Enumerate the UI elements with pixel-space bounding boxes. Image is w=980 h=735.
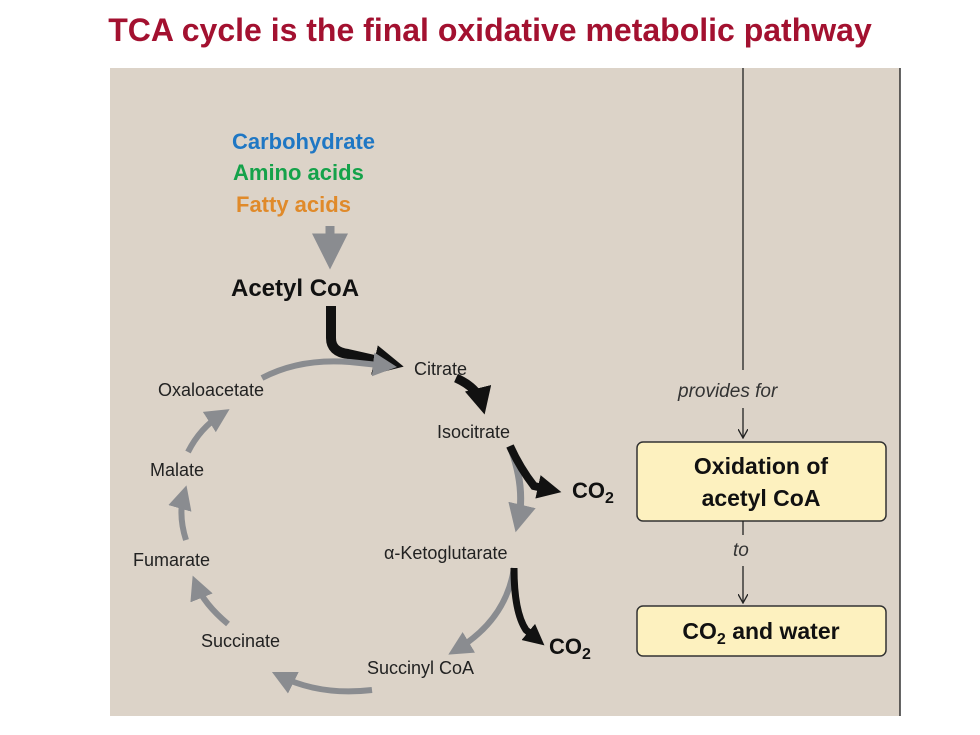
succinylcoa-to-succinate-arrow [271, 671, 373, 695]
intermediate-oxaloacetate: Oxaloacetate [158, 380, 264, 400]
isocitrate-co2-arrow [506, 444, 562, 499]
provides-for-label: provides for [677, 381, 778, 402]
oxidation-box [636, 441, 887, 522]
oxaloacetate-to-citrate-arrow [260, 352, 397, 381]
intermediate-succinate: Succinate [201, 631, 280, 651]
page-title: TCA cycle is the final oxidative metabol… [108, 12, 872, 48]
acetyl-to-citrate-arrow [326, 306, 404, 375]
co2-label-2: CO2 [549, 634, 591, 663]
co2-water-box-text: CO2 and water [682, 618, 839, 648]
citrate-to-isocitrate-arrow [454, 373, 492, 415]
oxidation-box-line2: acetyl CoA [702, 485, 821, 511]
intermediate-fumarate: Fumarate [133, 550, 210, 570]
ketoglutarate-co2-arrow [510, 567, 545, 646]
co2-water-box [636, 605, 887, 657]
intermediate-isocitrate: Isocitrate [437, 422, 510, 442]
source-amino-acids: Amino acids [233, 160, 364, 185]
oxidation-box-line1: Oxidation of [694, 453, 829, 479]
intermediate-succinyl-coa: Succinyl CoA [367, 658, 474, 678]
intermediate-citrate: Citrate [414, 359, 467, 379]
source-fatty-acids: Fatty acids [236, 192, 351, 217]
malate-to-oxaloacetate-arrow [185, 409, 230, 454]
intermediate-malate: Malate [150, 460, 204, 480]
source-carbohydrate: Carbohydrate [232, 129, 375, 154]
fumarate-to-malate-arrow [168, 485, 192, 541]
to-label: to [733, 540, 749, 561]
co2-label-1: CO2 [572, 478, 614, 507]
succinate-to-fumarate-arrow [190, 575, 230, 627]
acetyl-coa-label: Acetyl CoA [231, 275, 359, 302]
intermediate-alpha-ketoglutarate: α-Ketoglutarate [384, 543, 507, 563]
